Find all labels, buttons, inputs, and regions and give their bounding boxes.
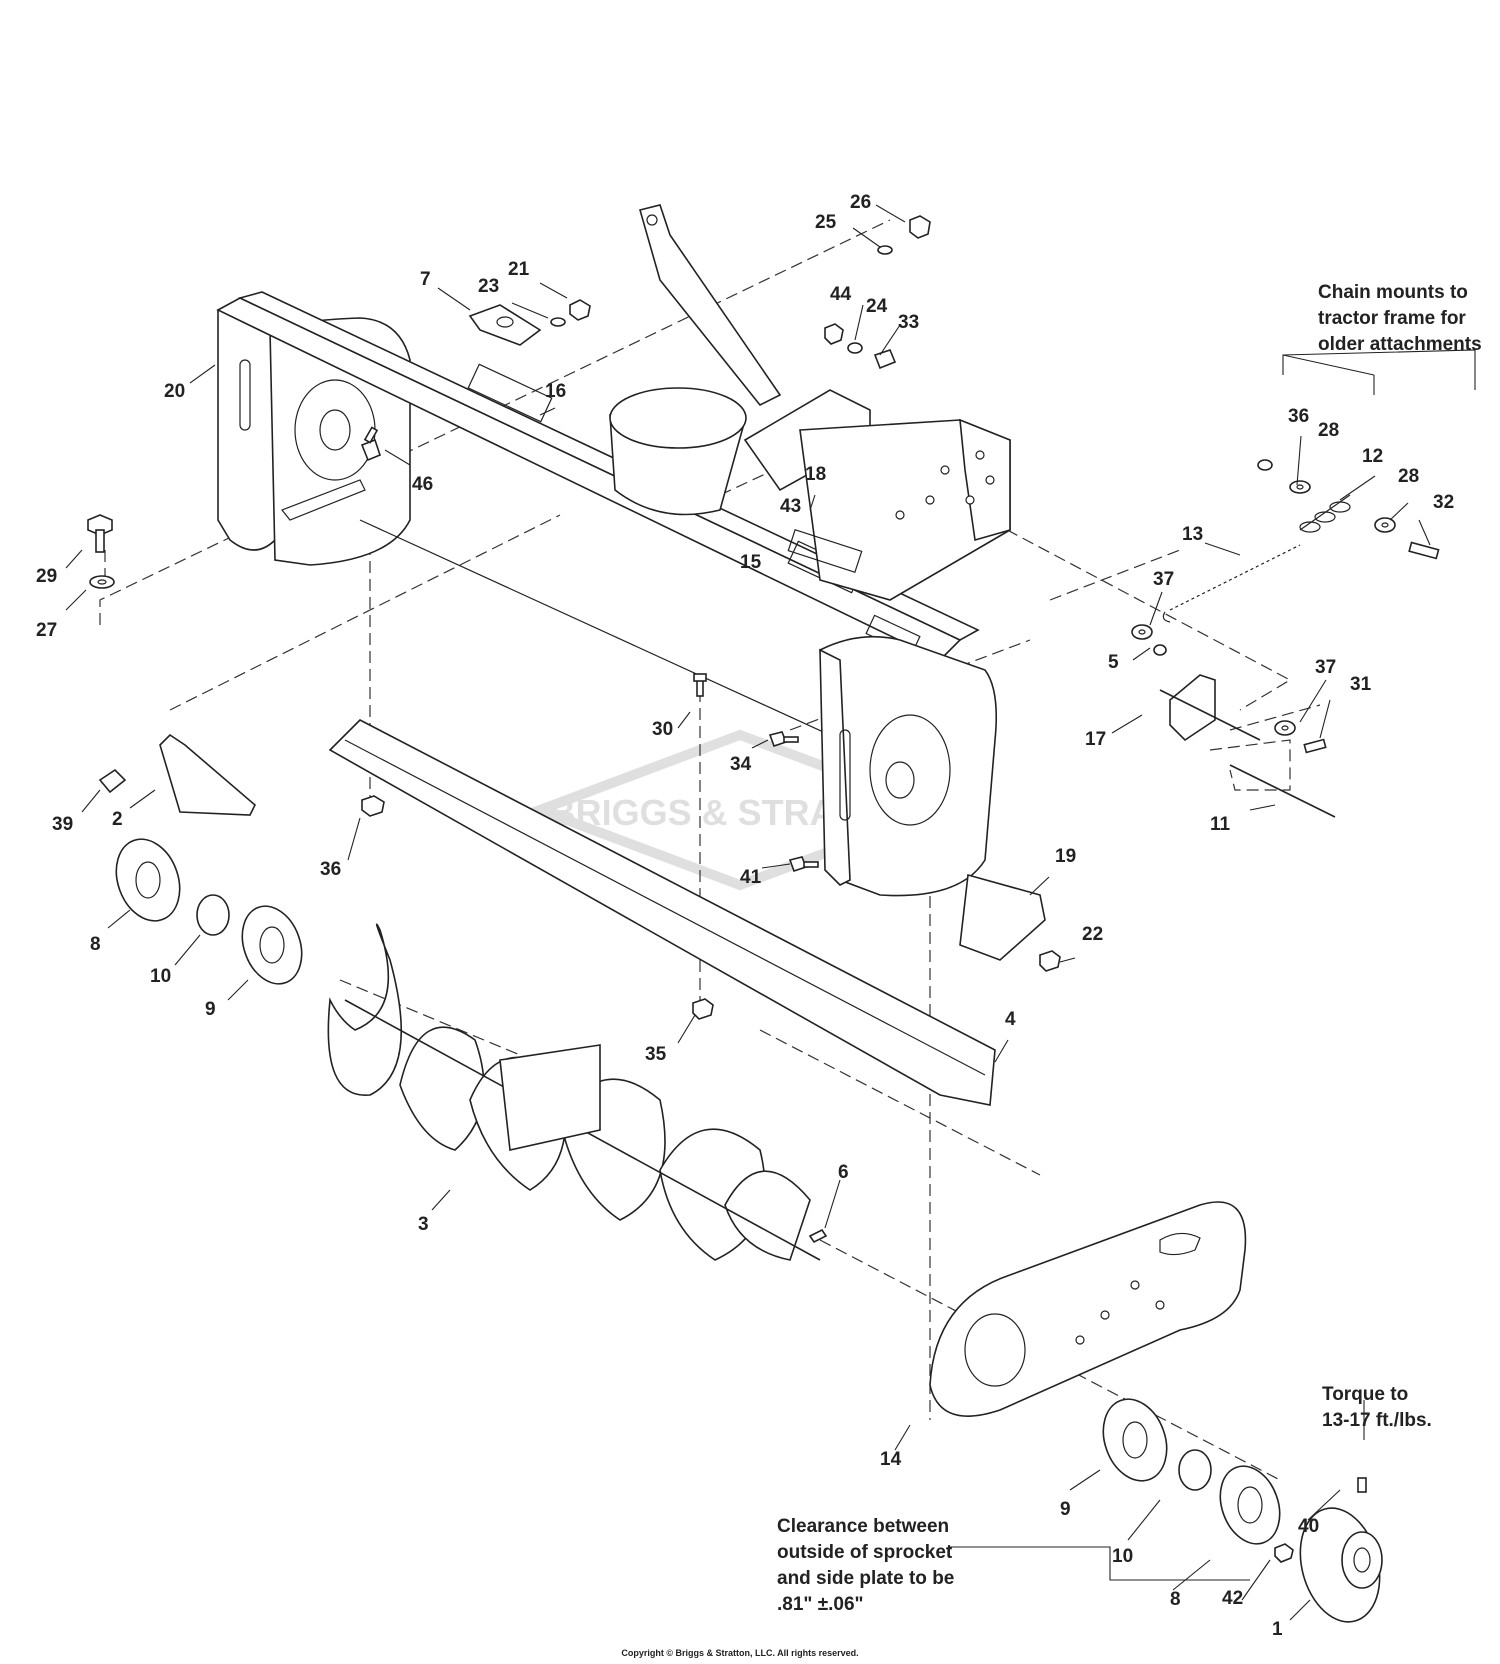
callout-9-left: 9 bbox=[205, 999, 216, 1020]
callout-13: 13 bbox=[1182, 524, 1203, 545]
skid-shoes bbox=[159, 733, 1046, 961]
callout-36-bottom: 36 bbox=[320, 859, 341, 880]
callout-33: 33 bbox=[898, 312, 919, 333]
side-plate-14 bbox=[929, 1201, 1247, 1417]
callout-27: 27 bbox=[36, 620, 57, 641]
callout-23: 23 bbox=[478, 276, 499, 297]
note-clearance-line-3: and side plate to be bbox=[777, 1568, 954, 1589]
callout-2: 2 bbox=[112, 809, 123, 830]
bearings-left bbox=[115, 838, 303, 985]
callout-41: 41 bbox=[740, 867, 762, 888]
callout-34: 34 bbox=[730, 754, 752, 775]
callout-17: 17 bbox=[1085, 729, 1106, 750]
callout-30: 30 bbox=[652, 719, 673, 740]
callout-15: 15 bbox=[740, 552, 762, 573]
callout-37-top: 37 bbox=[1153, 569, 1174, 590]
note-chain-line-2: tractor frame for bbox=[1318, 308, 1466, 329]
callout-21: 21 bbox=[508, 259, 530, 280]
callout-46: 46 bbox=[412, 474, 433, 495]
callout-6: 6 bbox=[838, 1162, 849, 1183]
callout-8-right: 8 bbox=[1170, 1589, 1181, 1610]
callout-11: 11 bbox=[1210, 814, 1231, 835]
callout-4: 4 bbox=[1005, 1009, 1016, 1030]
callout-28-right: 28 bbox=[1398, 466, 1419, 487]
housing-rail bbox=[216, 291, 980, 791]
auger bbox=[327, 923, 821, 1261]
callout-10-left: 10 bbox=[150, 966, 171, 987]
callout-1: 1 bbox=[1272, 1619, 1283, 1640]
callout-18: 18 bbox=[805, 464, 826, 485]
note-torque-line-2: 13-17 ft./lbs. bbox=[1322, 1410, 1432, 1431]
scraper-bar bbox=[328, 719, 996, 1106]
note-torque: Torque to 13-17 ft./lbs. bbox=[1322, 1384, 1432, 1431]
callout-43: 43 bbox=[780, 496, 801, 517]
callout-32: 32 bbox=[1433, 492, 1454, 513]
callout-14: 14 bbox=[880, 1449, 902, 1470]
callout-7: 7 bbox=[420, 269, 431, 290]
right-side-plate bbox=[819, 635, 998, 897]
callout-24: 24 bbox=[866, 296, 888, 317]
callout-29: 29 bbox=[36, 566, 57, 587]
callout-44: 44 bbox=[830, 284, 852, 305]
note-chain: Chain mounts to tractor frame for older … bbox=[1318, 282, 1482, 355]
callout-numbers: 26 25 21 7 23 44 24 33 20 16 46 18 43 29… bbox=[36, 192, 1454, 1640]
callout-36-top: 36 bbox=[1288, 406, 1309, 427]
note-clearance-line-1: Clearance between bbox=[777, 1516, 949, 1537]
chain-assembly bbox=[1131, 459, 1440, 818]
callout-3: 3 bbox=[418, 1214, 429, 1235]
callout-19: 19 bbox=[1055, 846, 1076, 867]
callout-37-bottom: 37 bbox=[1315, 657, 1336, 678]
note-clearance-line-4: .81" ±.06" bbox=[777, 1594, 864, 1615]
callout-22: 22 bbox=[1082, 924, 1103, 945]
bearings-right bbox=[1102, 1398, 1383, 1623]
callout-39: 39 bbox=[52, 814, 73, 835]
callout-8-left: 8 bbox=[90, 934, 101, 955]
callout-9-right: 9 bbox=[1060, 1499, 1071, 1520]
callout-31: 31 bbox=[1350, 674, 1372, 695]
callout-20: 20 bbox=[164, 381, 185, 402]
note-clearance: Clearance between outside of sprocket an… bbox=[777, 1516, 954, 1615]
callout-16: 16 bbox=[545, 381, 566, 402]
callout-10-right: 10 bbox=[1112, 1546, 1133, 1567]
callout-leaders bbox=[65, 204, 1431, 1621]
callout-28-left: 28 bbox=[1318, 420, 1339, 441]
callout-26: 26 bbox=[850, 192, 871, 213]
callout-40: 40 bbox=[1298, 1516, 1319, 1537]
callout-5: 5 bbox=[1108, 652, 1119, 673]
note-chain-line-1: Chain mounts to bbox=[1318, 282, 1468, 303]
callout-35: 35 bbox=[645, 1044, 667, 1065]
callout-42: 42 bbox=[1222, 1588, 1243, 1609]
hitch-frame bbox=[787, 418, 1011, 601]
copyright-text: Copyright © Briggs & Stratton, LLC. All … bbox=[621, 1648, 858, 1658]
note-clearance-line-2: outside of sprocket bbox=[777, 1542, 953, 1563]
note-torque-line-1: Torque to bbox=[1322, 1384, 1408, 1405]
note-lines bbox=[950, 349, 1476, 1581]
callout-12: 12 bbox=[1362, 446, 1383, 467]
note-chain-line-3: older attachments bbox=[1318, 334, 1482, 355]
callout-25: 25 bbox=[815, 212, 837, 233]
